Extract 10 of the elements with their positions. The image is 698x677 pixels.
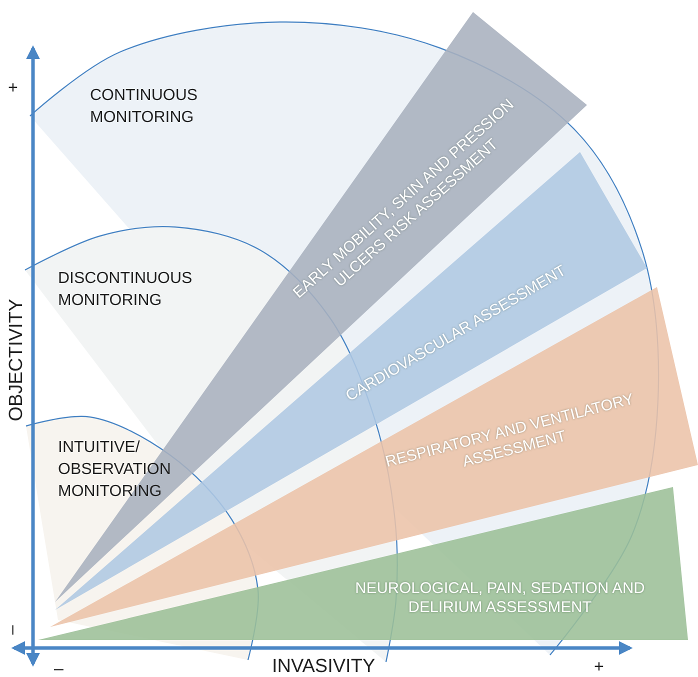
axis-end-sign: – [4, 625, 24, 635]
zone-label: INTUITIVE/ OBSERVATION MONITORING [58, 438, 172, 502]
axis-title: INVASIVITY [272, 657, 376, 677]
zone-label: CONTINUOUS MONITORING [90, 86, 199, 128]
axis-end-sign: + [8, 78, 18, 98]
axis-end-sign: + [594, 657, 604, 677]
axis-end-sign: – [54, 659, 64, 677]
zone-label: DISCONTINUOUS MONITORING [58, 269, 194, 311]
wedge-label: NEUROLOGICAL, PAIN, SEDATION AND DELIRIUM ASSESSMENT [354, 579, 646, 617]
axis-title: OBJECTIVITY [7, 298, 27, 422]
